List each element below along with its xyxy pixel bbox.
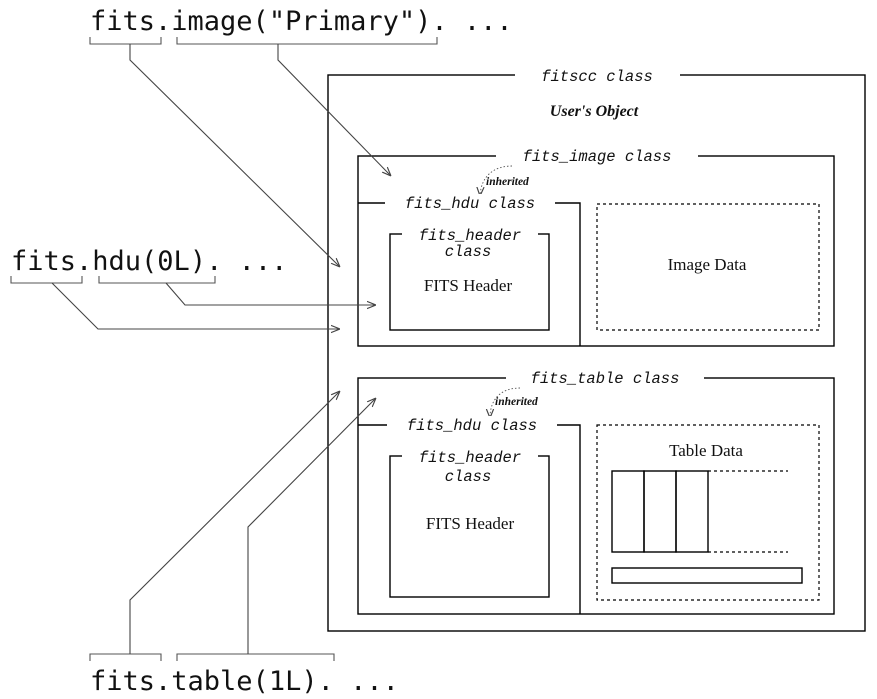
users-object-title: User's Object <box>550 103 639 120</box>
image-call: fits.image("Primary"). ... <box>89 6 513 267</box>
image-header-class-label: fits_header <box>419 227 521 245</box>
fitscc-class-label: fitscc class <box>541 68 653 86</box>
image-call-fits: fits. <box>90 6 171 37</box>
table-call: fits.table(1L). ... <box>89 391 399 697</box>
table-fits-header-caption: FITS Header <box>426 514 515 533</box>
image-data-box <box>596 203 820 331</box>
table-inherited-label: inherited <box>495 396 538 408</box>
hdu-call-method-arrow <box>165 282 376 305</box>
table-header-class-label-2: class <box>445 468 492 486</box>
image-inherited-label: inherited <box>486 176 529 188</box>
image-hdu-class-label: fits_hdu class <box>405 195 535 213</box>
hdu-call-method: hdu(0L) <box>92 246 206 277</box>
image-call-method: image("Primary") <box>171 6 431 37</box>
table-inherited-arrow <box>490 387 521 418</box>
fits-image-class-label: fits_image class <box>523 148 672 166</box>
fits-table-class-label: fits_table class <box>531 370 680 388</box>
fitscc-box: fitscc class User's Object <box>327 66 866 632</box>
hdu-call-rest: . ... <box>206 246 287 277</box>
image-header-class-label-2: class <box>445 243 492 261</box>
table-call-method: table(1L) <box>171 666 317 697</box>
table-row-bar <box>611 567 803 584</box>
table-columns-icon <box>611 470 788 553</box>
hdu-call-fits-arrow <box>51 282 340 329</box>
svg-text:fits.table(1L). ...: fits.table(1L). ... <box>90 666 399 697</box>
fits-image-box: fits_image class inherited fits_hdu clas… <box>357 147 835 347</box>
table-call-fits: fits. <box>90 666 171 697</box>
svg-text:fits.hdu(0L). ...: fits.hdu(0L). ... <box>11 246 287 277</box>
image-call-rest: . ... <box>431 6 512 37</box>
fits-table-box: fits_table class inherited fits_hdu clas… <box>357 369 835 615</box>
table-call-rest: . ... <box>318 666 399 697</box>
hdu-call: fits.hdu(0L). ... <box>10 246 376 329</box>
table-call-fits-arrow <box>129 391 340 654</box>
table-hdu-class-label: fits_hdu class <box>407 417 537 435</box>
svg-text:fits.image("Primary"). ...: fits.image("Primary"). ... <box>90 6 513 37</box>
table-data-box <box>596 424 820 601</box>
image-data-caption: Image Data <box>668 255 747 274</box>
table-data-caption: Table Data <box>669 441 743 460</box>
image-fits-header-caption: FITS Header <box>424 276 513 295</box>
image-inherited-arrow <box>480 165 513 196</box>
table-header-class-label: fits_header <box>419 449 521 467</box>
table-call-method-arrow <box>247 398 376 654</box>
image-hdu-box <box>358 202 581 346</box>
image-call-method-arrow <box>277 44 391 176</box>
hdu-call-fits: fits. <box>11 246 92 277</box>
image-call-fits-arrow <box>129 44 340 267</box>
